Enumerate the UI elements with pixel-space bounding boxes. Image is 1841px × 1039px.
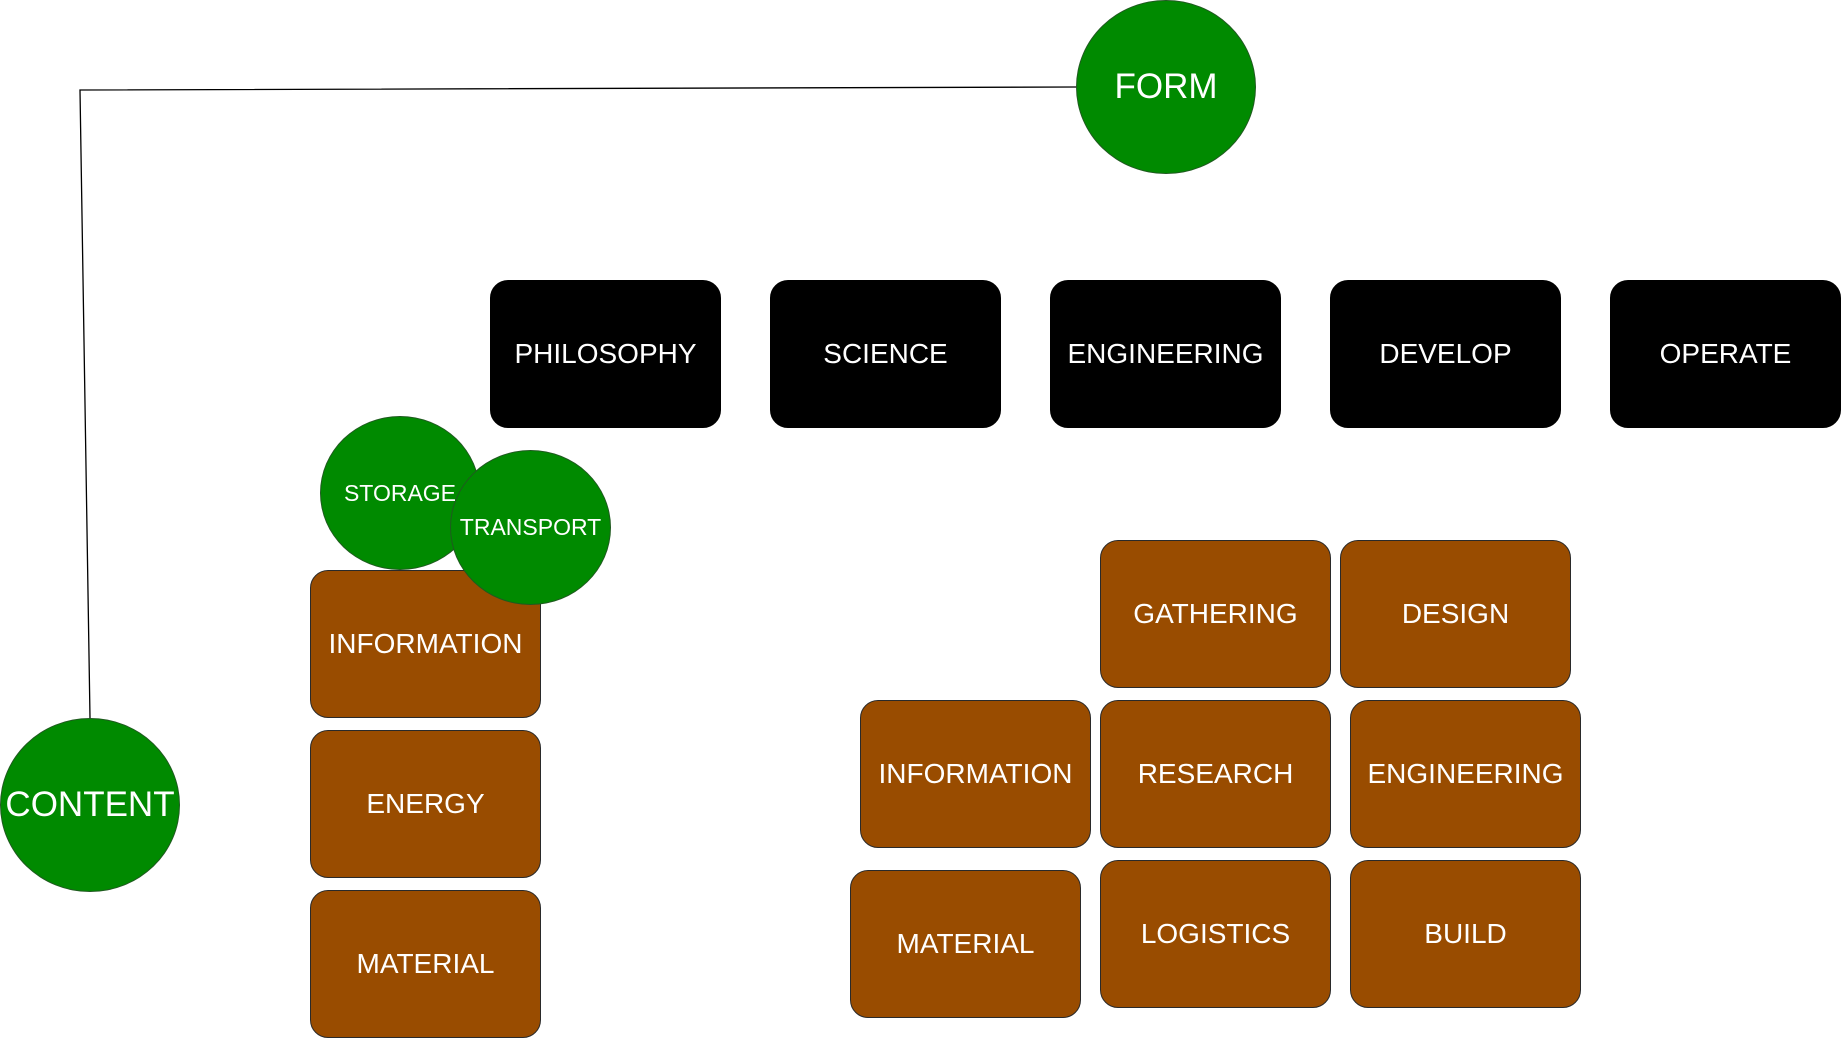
- content-type-material-label: MATERIAL: [356, 948, 495, 979]
- matrix-design[interactable]: DESIGN: [1340, 540, 1571, 688]
- matrix-logistics[interactable]: LOGISTICS: [1100, 860, 1331, 1008]
- stage-engineering-label: ENGINEERING: [1067, 338, 1264, 369]
- stage-develop-label: DEVELOP: [1379, 338, 1512, 369]
- content-label: CONTENT: [5, 785, 175, 824]
- stage-science[interactable]: SCIENCE: [770, 280, 1001, 428]
- matrix-information[interactable]: INFORMATION: [860, 700, 1091, 848]
- matrix-information-label: INFORMATION: [878, 758, 1073, 789]
- content-circle[interactable]: CONTENT: [0, 718, 180, 892]
- matrix-gathering-label: GATHERING: [1133, 598, 1298, 629]
- stage-science-label: SCIENCE: [823, 338, 948, 369]
- matrix-design-label: DESIGN: [1401, 598, 1510, 629]
- content-type-information-label: INFORMATION: [328, 628, 523, 659]
- matrix-material[interactable]: MATERIAL: [850, 870, 1081, 1018]
- stage-engineering[interactable]: ENGINEERING: [1050, 280, 1281, 428]
- matrix-research[interactable]: RESEARCH: [1100, 700, 1331, 848]
- matrix-research-label: RESEARCH: [1137, 758, 1294, 789]
- matrix-engineering[interactable]: ENGINEERING: [1350, 700, 1581, 848]
- content-type-energy[interactable]: ENERGY: [310, 730, 541, 878]
- matrix-material-label: MATERIAL: [896, 928, 1035, 959]
- storage-label: STORAGE: [343, 479, 457, 506]
- content-type-material[interactable]: MATERIAL: [310, 890, 541, 1038]
- stage-develop[interactable]: DEVELOP: [1330, 280, 1561, 428]
- form-label: FORM: [1114, 67, 1218, 106]
- matrix-engineering-label: ENGINEERING: [1367, 758, 1564, 789]
- transport-circle[interactable]: TRANSPORT: [450, 450, 611, 605]
- stage-philosophy[interactable]: PHILOSOPHY: [490, 280, 721, 428]
- stage-operate-label: OPERATE: [1659, 338, 1792, 369]
- transport-label: TRANSPORT: [459, 514, 602, 540]
- stage-operate[interactable]: OPERATE: [1610, 280, 1841, 428]
- matrix-build[interactable]: BUILD: [1350, 860, 1581, 1008]
- matrix-gathering[interactable]: GATHERING: [1100, 540, 1331, 688]
- matrix-logistics-label: LOGISTICS: [1140, 918, 1291, 949]
- stage-philosophy-label: PHILOSOPHY: [514, 338, 697, 369]
- form-circle[interactable]: FORM: [1076, 0, 1256, 174]
- matrix-build-label: BUILD: [1424, 918, 1507, 949]
- content-type-energy-label: ENERGY: [366, 788, 485, 819]
